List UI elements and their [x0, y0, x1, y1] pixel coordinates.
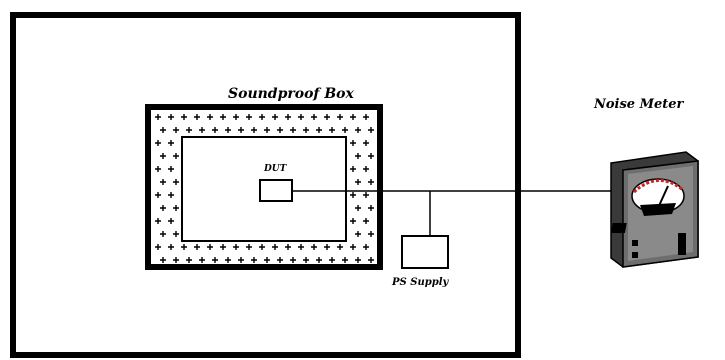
noise-meter-icon [611, 152, 698, 267]
noise-meter-label: Noise Meter [593, 97, 685, 112]
power-supply-label: PS Supply [391, 277, 449, 288]
power-supply-box [402, 236, 448, 268]
soundproof-box-label: Soundproof Box [228, 86, 355, 102]
dut-box [260, 180, 292, 201]
dut-label: DUT [263, 164, 288, 174]
